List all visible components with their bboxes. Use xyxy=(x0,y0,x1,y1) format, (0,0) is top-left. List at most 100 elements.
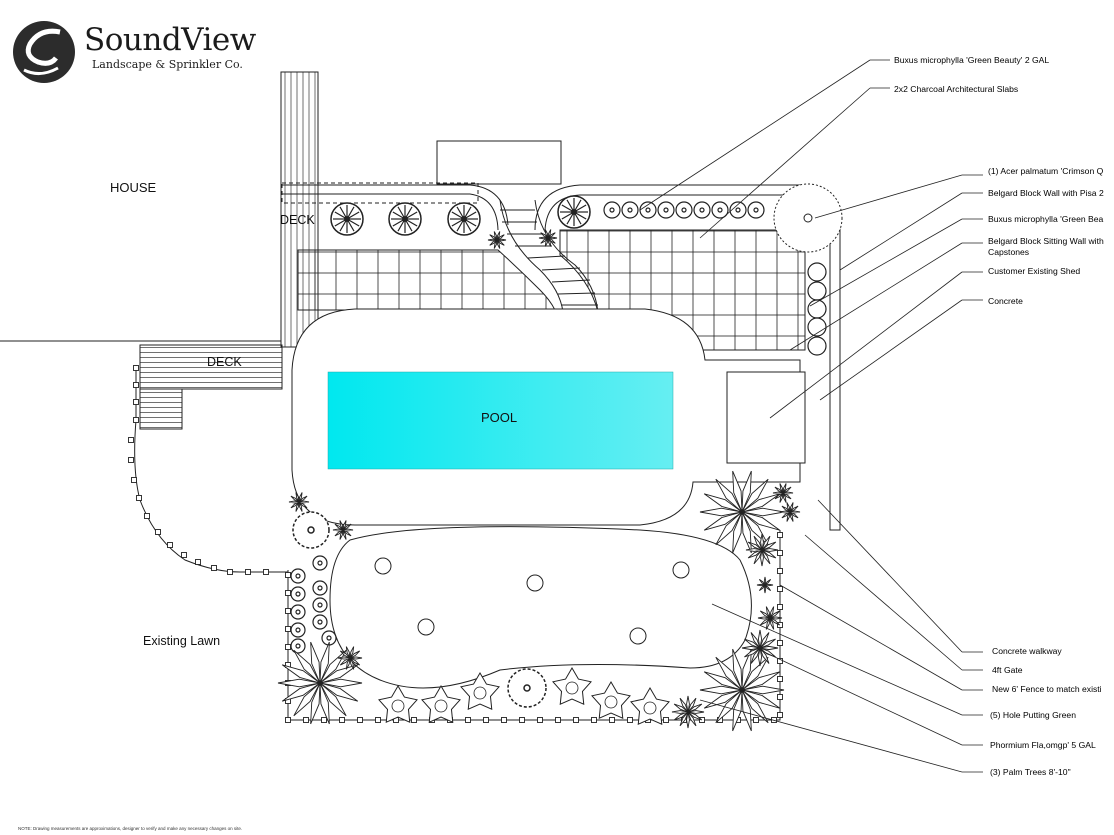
fence-post xyxy=(303,717,309,723)
palm-tree xyxy=(699,648,785,732)
boxwood-shrub-center xyxy=(735,207,741,213)
upper-deck xyxy=(281,182,479,204)
callout-gate: 4ft Gate xyxy=(992,665,1023,675)
boxwood-shrub-center xyxy=(753,207,759,213)
flower-shrub xyxy=(421,685,461,723)
boxwood-shrub-center xyxy=(317,602,323,608)
callout-concrete-walkway: Concrete walkway xyxy=(992,646,1062,656)
palm-tree xyxy=(337,646,363,670)
fence-post xyxy=(555,717,561,723)
fence-post xyxy=(627,717,633,723)
flower-row xyxy=(378,667,670,725)
fence-post xyxy=(133,365,139,371)
callout-phormium: Phormium Fla,omgp' 5 GAL xyxy=(990,740,1096,750)
star-shrub xyxy=(388,202,422,236)
fence-post xyxy=(339,717,345,723)
flower-shrub xyxy=(460,672,500,710)
callout-belgard-sitting-wall: Belgard Block Sitting Wall with xyxy=(988,236,1104,246)
right-shrub-row xyxy=(807,262,827,356)
deck-lower-label: DECK xyxy=(207,355,242,369)
fence-post xyxy=(144,513,150,519)
boxwood-row-left xyxy=(290,555,337,654)
fence-post xyxy=(128,437,134,443)
boxwood-shrub-center xyxy=(295,573,301,579)
fence-post xyxy=(777,694,783,700)
boxwood-shrub-center xyxy=(317,560,323,566)
fence-post xyxy=(181,552,187,558)
boxwood-shrub-center xyxy=(627,207,633,213)
fence-post xyxy=(777,604,783,610)
fence-post xyxy=(133,417,139,423)
fence-post xyxy=(263,569,269,575)
fence-post xyxy=(131,477,137,483)
callout-buxus-green-bea: Buxus microphylla 'Green Bea xyxy=(988,214,1104,224)
boxwood-row-top xyxy=(603,201,765,219)
fence-post xyxy=(483,717,489,723)
fence-post xyxy=(136,495,142,501)
fence-post xyxy=(537,717,543,723)
brand-subtitle: Landscape & Sprinkler Co. xyxy=(92,58,243,71)
boxwood-shrub-center xyxy=(295,609,301,615)
fence-post xyxy=(777,586,783,592)
palm-tree xyxy=(699,470,785,554)
lower-deck xyxy=(139,344,283,430)
palm-tree xyxy=(741,629,779,667)
fence-post xyxy=(285,590,291,596)
flower-shrub xyxy=(378,685,418,723)
callout-capstones: Capstones xyxy=(988,247,1030,257)
fence-post xyxy=(245,569,251,575)
fence-post xyxy=(609,717,615,723)
boxwood-shrub-center xyxy=(717,207,723,213)
fence-post xyxy=(519,717,525,723)
fence-post xyxy=(777,622,783,628)
callout-charcoal-slabs: 2x2 Charcoal Architectural Slabs xyxy=(894,84,1019,94)
fence-post xyxy=(777,676,783,682)
boxwood-shrub-center xyxy=(645,207,651,213)
callout-new-fence: New 6' Fence to match existi xyxy=(992,684,1102,694)
curved-steps xyxy=(499,199,599,313)
paver-patio-left xyxy=(297,249,556,311)
boxwood-shrub-center xyxy=(317,619,323,625)
boxwood-shrub-center xyxy=(681,207,687,213)
flower-shrub xyxy=(591,681,631,719)
palm-tree xyxy=(288,492,310,512)
fence-post xyxy=(465,717,471,723)
fence-post xyxy=(777,712,783,718)
palm-tree xyxy=(745,533,779,567)
fence-post xyxy=(753,717,759,723)
fence-post xyxy=(285,626,291,632)
star-shrub xyxy=(447,202,481,236)
boxwood-shrub-center xyxy=(295,591,301,597)
fence-post xyxy=(573,717,579,723)
fence-post xyxy=(501,717,507,723)
shed xyxy=(726,371,806,464)
fence-post xyxy=(777,532,783,538)
putting-holes xyxy=(374,557,690,645)
fence-post xyxy=(777,640,783,646)
top-structure xyxy=(436,140,562,185)
fence-post xyxy=(321,717,327,723)
fence-post xyxy=(285,717,291,723)
boxwood-shrub-center xyxy=(317,585,323,591)
boxwood-shrub-center xyxy=(609,207,615,213)
fence-post xyxy=(133,382,139,388)
boxwood-shrub-center xyxy=(326,635,332,641)
palm-trees xyxy=(277,229,801,732)
palm-tree xyxy=(756,576,774,594)
fence-post xyxy=(155,529,161,535)
star-shrub xyxy=(557,195,591,229)
soundview-logo xyxy=(8,16,278,86)
fence-post xyxy=(591,717,597,723)
fence-post xyxy=(128,457,134,463)
fence-post xyxy=(195,559,201,565)
callout-acer-palmatum: (1) Acer palmatum 'Crimson Q xyxy=(988,166,1104,176)
palm-tree xyxy=(538,229,558,247)
fence-post xyxy=(375,717,381,723)
fence-post xyxy=(777,568,783,574)
pool-label: POOL xyxy=(481,410,518,425)
brand-name: SoundView xyxy=(84,22,256,58)
fence-post xyxy=(133,399,139,405)
callout-putting-green: (5) Hole Putting Green xyxy=(990,710,1076,720)
putting-green xyxy=(329,526,752,689)
